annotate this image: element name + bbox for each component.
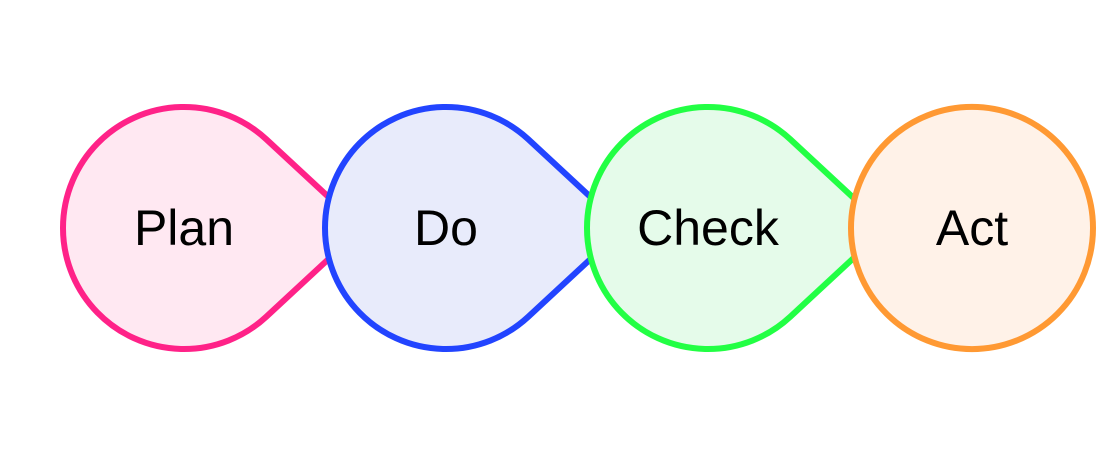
stage-do-label: Do (414, 200, 478, 256)
stage-check-label: Check (637, 200, 780, 256)
stage-plan: Plan (60, 104, 367, 352)
stage-act-label: Act (936, 200, 1008, 256)
stage-plan-shape (60, 104, 367, 352)
stage-do-shape (322, 104, 629, 352)
stage-check: Check (584, 104, 891, 352)
stage-check-shape (584, 104, 891, 352)
stage-do: Do (322, 104, 629, 352)
stage-plan-label: Plan (134, 200, 234, 256)
stage-act-shape (847, 104, 1097, 352)
stage-act: Act (847, 104, 1097, 352)
